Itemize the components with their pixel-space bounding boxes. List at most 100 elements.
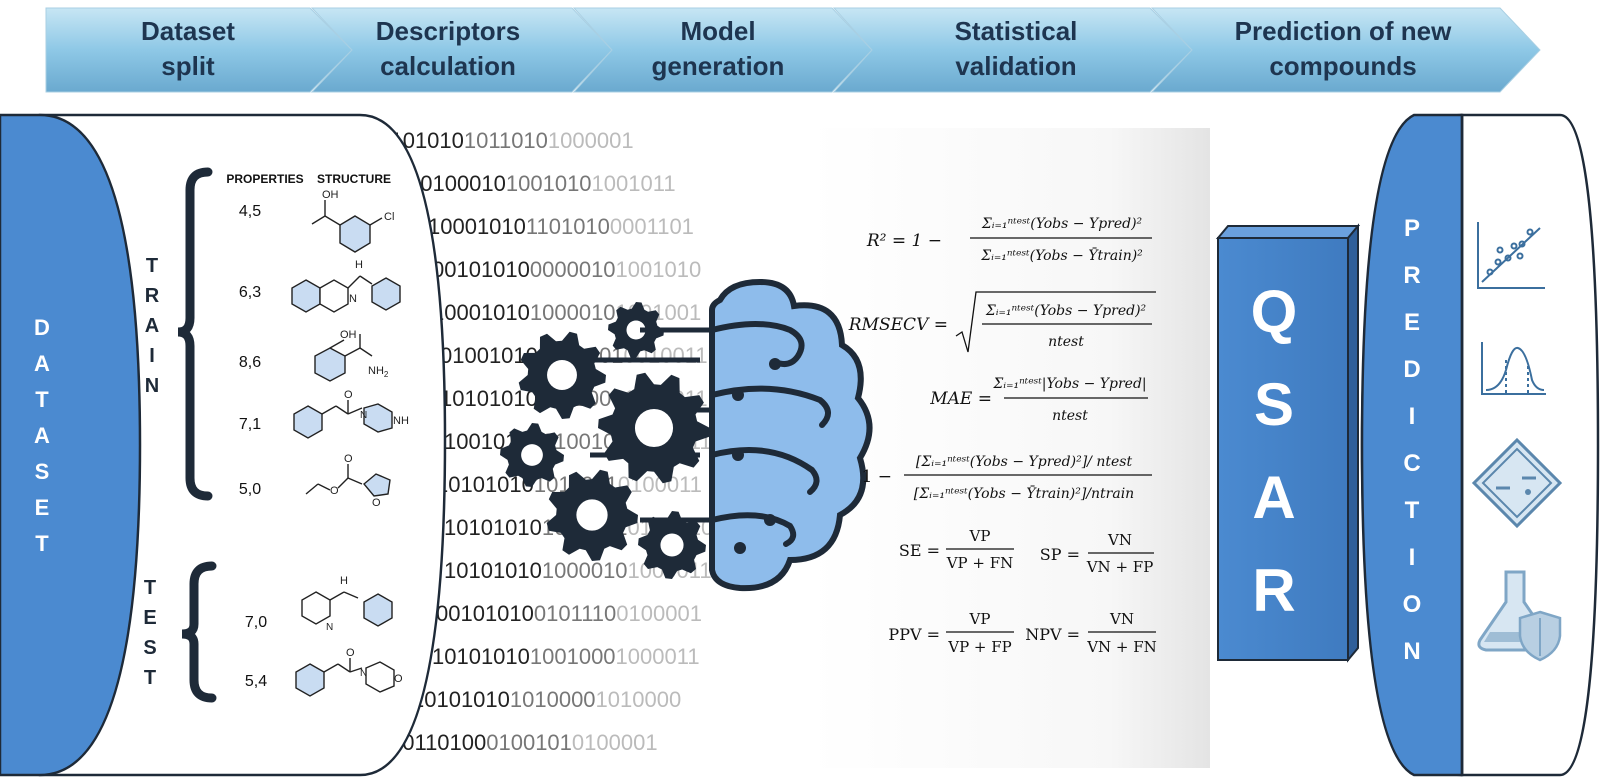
svg-text:VN: VN bbox=[1107, 531, 1132, 549]
atom-nh2: NH2 bbox=[368, 365, 389, 379]
equation-sp: SP = VN VN + FP bbox=[1040, 531, 1154, 576]
validation-equations: R² = 1 − Σᵢ₌₁ⁿᵗᵉˢᵗ(Yobs − Ypred)² Σᵢ₌₁ⁿᵗ… bbox=[848, 216, 1157, 656]
prediction-letter: O bbox=[1403, 591, 1422, 618]
svg-text:VP: VP bbox=[969, 610, 991, 628]
svg-text:ntest: ntest bbox=[1052, 408, 1088, 424]
svg-text:RMSECV =: RMSECV = bbox=[848, 315, 948, 335]
hazard-diamond-icon bbox=[1471, 437, 1563, 529]
step-1-line1: Dataset bbox=[141, 16, 235, 46]
prediction-letter: R bbox=[1403, 262, 1420, 289]
svg-text:[Σᵢ₌₁ⁿᵗᵉˢᵗ(Yobs − Ypred)²]/ nt: [Σᵢ₌₁ⁿᵗᵉˢᵗ(Yobs − Ypred)²]/ ntest bbox=[916, 454, 1133, 470]
equation-q2: 1 − [Σᵢ₌₁ⁿᵗᵉˢᵗ(Yobs − Ypred)²]/ ntest [Σ… bbox=[862, 454, 1152, 502]
svg-text:VP + FP: VP + FP bbox=[947, 638, 1012, 656]
binary-row: 1010101010100001010000 bbox=[412, 687, 681, 712]
dataset-letter: T bbox=[35, 531, 49, 556]
svg-text:PPV =: PPV = bbox=[888, 625, 940, 644]
step-4-line2: validation bbox=[955, 51, 1076, 81]
atom-n-1: N bbox=[349, 293, 357, 305]
qsar-letter: S bbox=[1254, 371, 1294, 438]
binary-row: 1010101010010001000011 bbox=[432, 644, 700, 669]
svg-text:ntest: ntest bbox=[1048, 334, 1084, 350]
prediction-letter: T bbox=[1405, 497, 1420, 524]
svg-text:VP: VP bbox=[969, 527, 991, 545]
train-letter: I bbox=[149, 345, 155, 367]
molecule-anilinoquinazoline bbox=[291, 275, 401, 313]
prediction-letter: N bbox=[1403, 638, 1420, 665]
gear-connectors bbox=[590, 327, 720, 523]
equation-mae: MAE = Σᵢ₌₁ⁿᵗᵉˢᵗ|Yobs − Ypred| ntest bbox=[929, 376, 1148, 424]
dataset-letter: A bbox=[34, 423, 50, 448]
atom-n-3: N bbox=[326, 622, 333, 633]
step-prediction-new-compounds: Prediction of new compounds bbox=[1150, 7, 1541, 93]
step-3-line1: Model bbox=[680, 16, 755, 46]
dataset-letter: E bbox=[35, 495, 50, 520]
train-property-value: 7,1 bbox=[239, 416, 261, 433]
atom-o-4: O bbox=[372, 497, 381, 509]
binary-row: 1011010001001010100001 bbox=[390, 730, 658, 755]
flask-shield-icon bbox=[1477, 570, 1562, 662]
svg-text:NPV =: NPV = bbox=[1025, 625, 1080, 644]
test-letter: S bbox=[143, 637, 156, 659]
svg-text:VP + FN: VP + FN bbox=[946, 554, 1014, 572]
prediction-letter: I bbox=[1409, 544, 1416, 571]
step-2-line2: calculation bbox=[380, 51, 516, 81]
molecule-salicylamide bbox=[314, 334, 373, 382]
svg-text:SP =: SP = bbox=[1040, 545, 1080, 564]
step-model-generation: Model generation bbox=[572, 7, 873, 93]
svg-text:VN: VN bbox=[1109, 610, 1134, 628]
qsar-letter: Q bbox=[1251, 278, 1298, 345]
step-descriptors-calculation: Descriptors calculation bbox=[310, 7, 613, 93]
qsar-letter: A bbox=[1252, 464, 1295, 531]
dataset-letter: D bbox=[34, 315, 50, 340]
equation-ppv: PPV = VP VP + FP bbox=[888, 610, 1014, 656]
atom-o-1: O bbox=[344, 389, 353, 401]
atom-n-2: N bbox=[360, 410, 367, 421]
train-property-value: 6,3 bbox=[239, 284, 261, 301]
svg-text:[Σᵢ₌₁ⁿᵗᵉˢᵗ(Yobs − Ȳtrain)²]/nt: [Σᵢ₌₁ⁿᵗᵉˢᵗ(Yobs − Ȳtrain)²]/ntrain bbox=[914, 484, 1134, 502]
dataset-letter: S bbox=[35, 459, 50, 484]
brain-icon bbox=[709, 278, 873, 592]
train-property-value: 8,6 bbox=[239, 354, 261, 371]
atom-cl: Cl bbox=[384, 211, 394, 223]
test-property-value: 5,4 bbox=[245, 673, 267, 690]
qsar-letter: R bbox=[1252, 557, 1295, 624]
equation-rmsecv: RMSECV = Σᵢ₌₁ⁿᵗᵉˢᵗ(Yobs − Ypred)² ntest bbox=[848, 291, 1156, 353]
train-letter: N bbox=[145, 375, 159, 397]
binary-row: 1000101010000101001001 bbox=[432, 300, 701, 325]
molecule-3-chlorobenzoic-acid bbox=[311, 200, 383, 253]
svg-text:Σᵢ₌₁ⁿᵗᵉˢᵗ(Yobs − Ypred)²: Σᵢ₌₁ⁿᵗᵉˢᵗ(Yobs − Ypred)² bbox=[985, 303, 1147, 319]
step-2-line1: Descriptors bbox=[376, 16, 521, 46]
step-5-line2: compounds bbox=[1269, 51, 1416, 81]
atom-o-5: O bbox=[346, 647, 355, 659]
svg-text:R² = 1 −: R² = 1 − bbox=[866, 231, 942, 251]
molecules: OH Cl H N OH NH2 O N NH bbox=[291, 189, 409, 697]
molecule-anilino-dihydropyrimidine bbox=[301, 591, 393, 627]
step-5-line1: Prediction of new bbox=[1235, 16, 1452, 46]
svg-text:Σᵢ₌₁ⁿᵗᵉˢᵗ|Yobs − Ypred|: Σᵢ₌₁ⁿᵗᵉˢᵗ|Yobs − Ypred| bbox=[992, 376, 1146, 392]
binary-row: 0010101000000101001010 bbox=[432, 257, 701, 282]
validation-panel bbox=[810, 128, 1210, 768]
atom-nh: NH bbox=[393, 415, 409, 427]
test-bracket bbox=[181, 561, 217, 703]
train-property-value: 4,5 bbox=[239, 203, 261, 220]
atom-h-2: H bbox=[340, 575, 348, 587]
structure-header: STRUCTURE bbox=[317, 172, 391, 186]
train-letter: A bbox=[145, 315, 159, 337]
dataset-letter: T bbox=[35, 387, 49, 412]
step-statistical-validation: Statistical validation bbox=[832, 7, 1193, 93]
properties-header: PROPERTIES bbox=[226, 172, 303, 186]
molecule-ethyl-furoate bbox=[305, 464, 391, 497]
prediction-letter: P bbox=[1404, 215, 1420, 242]
svg-text:Σᵢ₌₁ⁿᵗᵉˢᵗ(Yobs − Ȳtrain)²: Σᵢ₌₁ⁿᵗᵉˢᵗ(Yobs − Ȳtrain)² bbox=[980, 246, 1143, 264]
atom-o-3: O bbox=[344, 453, 353, 465]
binary-row: 0010101001011100100001 bbox=[436, 601, 702, 626]
molecule-phenylacetyl-piperazine bbox=[293, 400, 393, 439]
workflow-arrows: Dataset split Descriptors calculation Mo… bbox=[45, 7, 1541, 93]
prediction-letter: I bbox=[1409, 403, 1416, 430]
binary-row: 1000101011010100001101 bbox=[428, 214, 694, 239]
prediction-letter: C bbox=[1403, 450, 1420, 477]
prediction-letter: E bbox=[1404, 309, 1420, 336]
